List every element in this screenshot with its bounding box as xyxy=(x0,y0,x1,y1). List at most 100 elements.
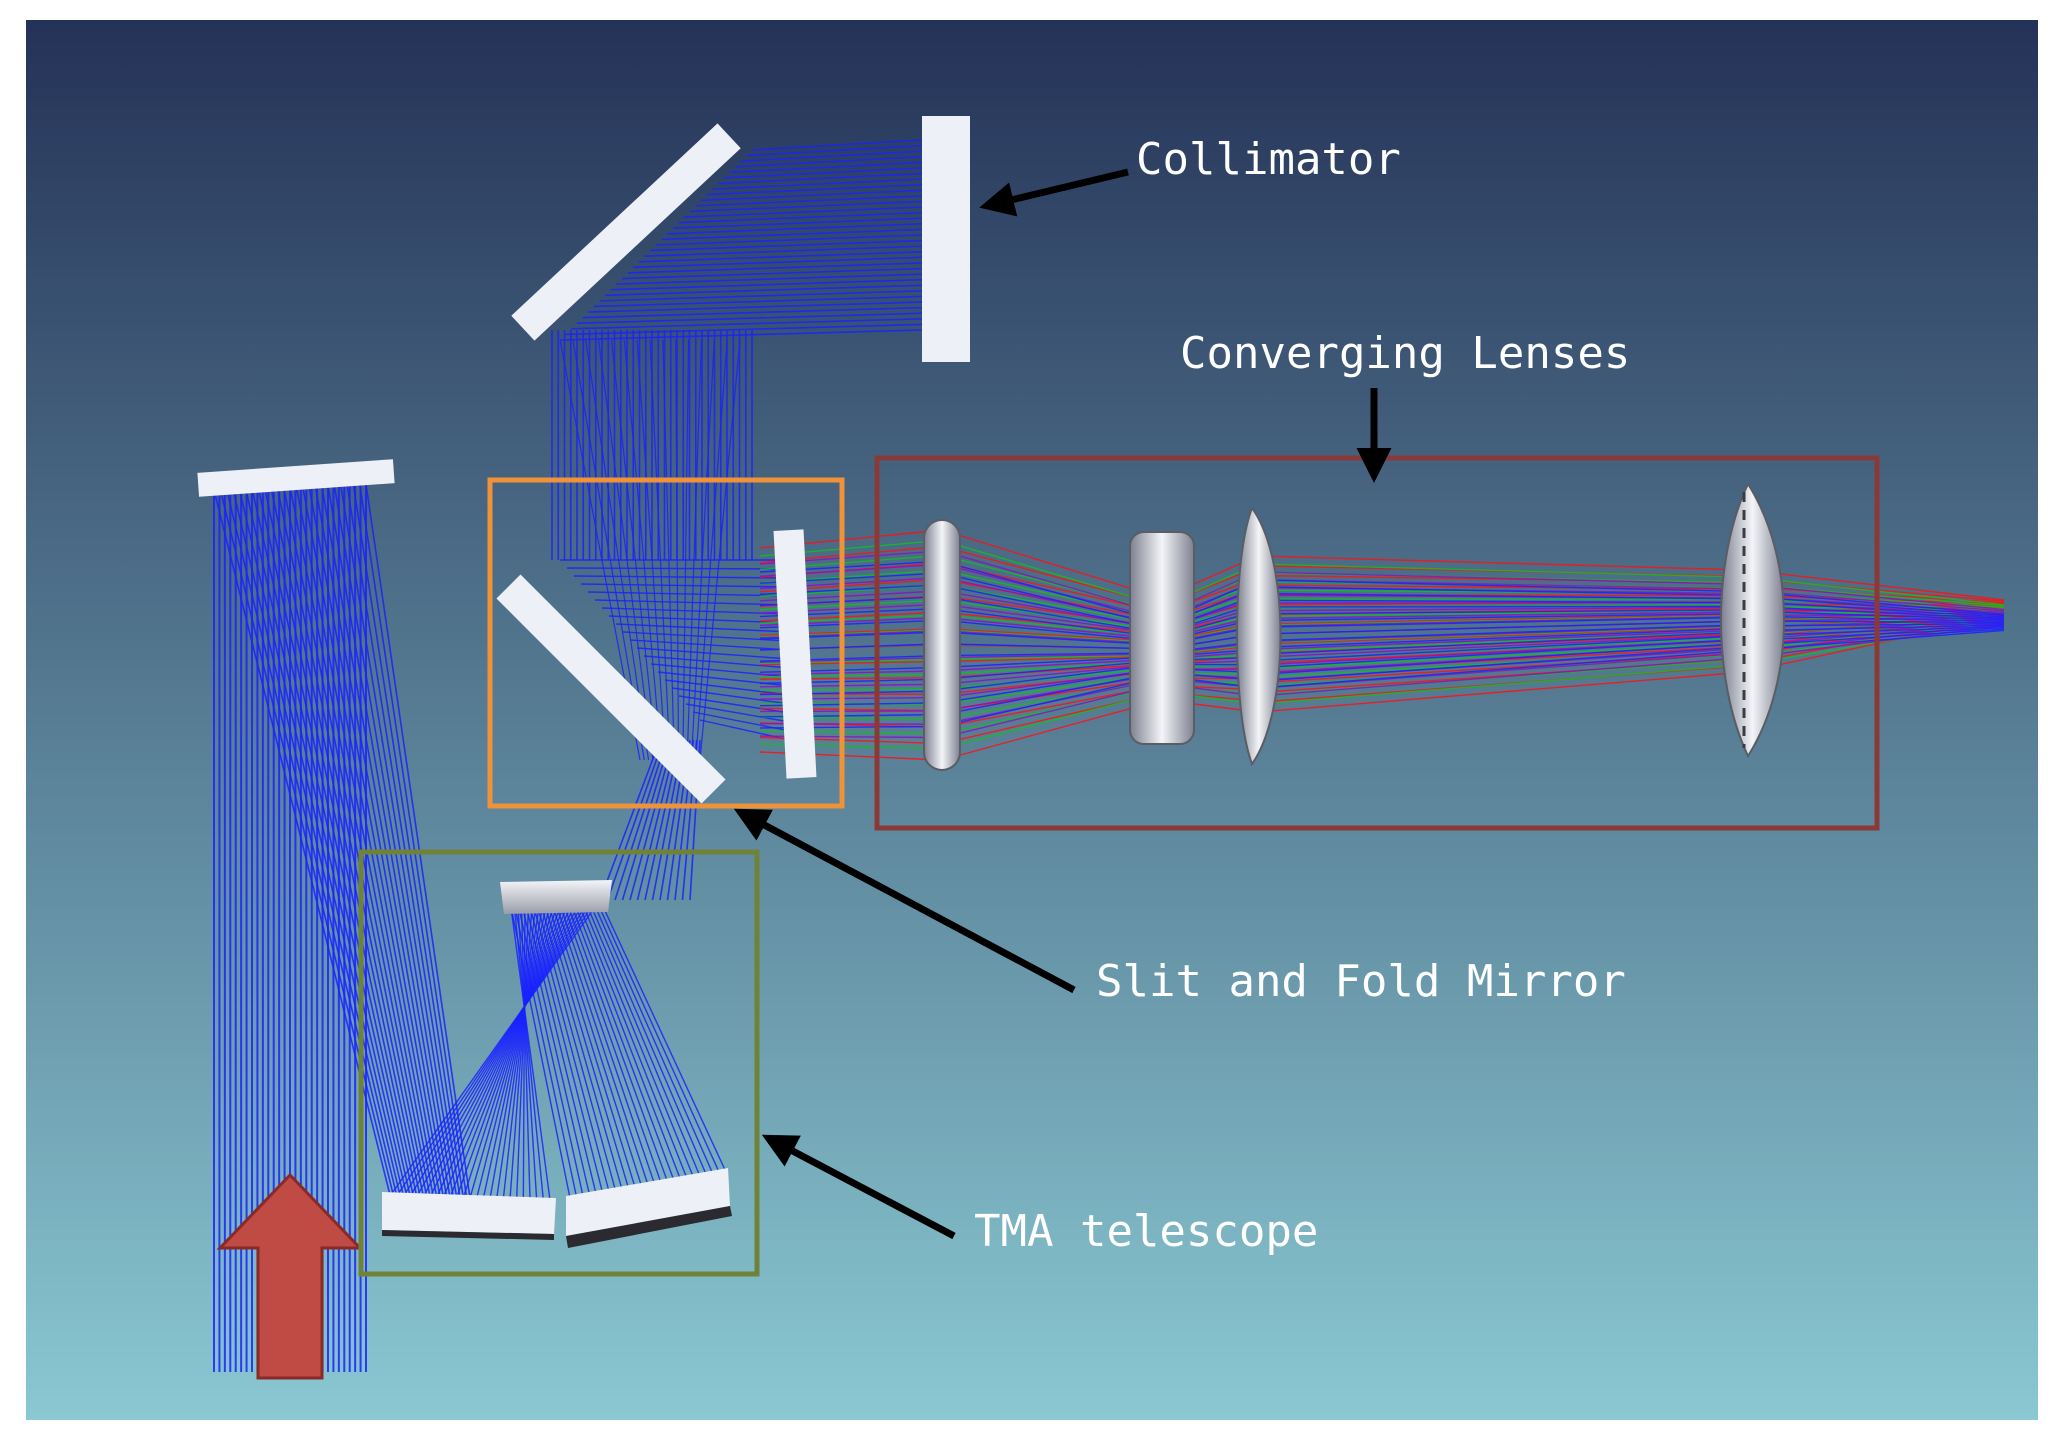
ray xyxy=(1257,614,1747,626)
ray xyxy=(513,899,545,1200)
fold-mirror-upper xyxy=(511,123,741,341)
ray xyxy=(244,488,408,1196)
ray xyxy=(1257,611,1747,620)
ray xyxy=(594,599,791,606)
ray xyxy=(690,339,715,761)
collimator-pointer-arrow xyxy=(979,168,1129,217)
ray xyxy=(516,899,538,1200)
ray xyxy=(1257,563,1747,578)
ray xyxy=(599,290,923,302)
ray xyxy=(561,900,662,1184)
ray xyxy=(232,489,401,1196)
ray xyxy=(614,739,668,901)
slit-fold-mirror-box xyxy=(487,477,845,809)
ray xyxy=(597,339,654,761)
ray xyxy=(740,150,923,162)
ray xyxy=(941,675,1163,728)
ray xyxy=(1257,626,1747,645)
converging-lens-group xyxy=(923,481,1785,771)
ray xyxy=(558,900,656,1185)
ray xyxy=(429,899,579,1198)
ray xyxy=(735,155,923,168)
ray xyxy=(941,630,1163,645)
ray xyxy=(672,217,923,230)
ray xyxy=(1257,612,1747,622)
ray xyxy=(436,899,575,1198)
ray xyxy=(1257,592,1747,600)
ray xyxy=(584,900,701,1177)
ray xyxy=(712,178,923,190)
ray xyxy=(582,306,923,319)
ray xyxy=(1257,664,1747,705)
ray xyxy=(685,703,791,723)
ray xyxy=(941,627,1163,643)
ray xyxy=(513,901,578,1198)
ray xyxy=(515,899,530,1200)
ray xyxy=(941,663,1163,692)
ray xyxy=(661,228,923,241)
ray xyxy=(610,339,658,761)
ray xyxy=(941,619,1163,642)
ray xyxy=(546,900,636,1188)
ray xyxy=(524,901,597,1194)
ray xyxy=(621,739,671,901)
ray xyxy=(644,245,923,257)
ray xyxy=(502,899,537,1199)
ray xyxy=(289,486,431,1197)
ray xyxy=(346,484,461,1198)
ray xyxy=(1257,635,1747,662)
ray xyxy=(941,685,1163,735)
ray xyxy=(610,278,923,291)
ray xyxy=(662,339,675,761)
ray xyxy=(699,339,741,761)
ray xyxy=(941,529,1163,599)
ray xyxy=(941,576,1163,625)
tma-primary-mirror-shadow xyxy=(566,1206,732,1248)
ray xyxy=(608,615,791,624)
ray xyxy=(649,339,671,761)
ray xyxy=(601,607,791,615)
ray xyxy=(1257,615,1747,627)
ray xyxy=(566,567,791,570)
ray xyxy=(569,900,675,1181)
ray xyxy=(695,339,728,761)
ray xyxy=(1257,629,1747,651)
ray xyxy=(622,631,791,642)
ray xyxy=(585,339,650,761)
ray xyxy=(565,900,669,1182)
ray xyxy=(591,899,714,1175)
ray xyxy=(664,679,791,696)
ray xyxy=(1257,606,1747,612)
ray xyxy=(522,899,526,1200)
ray xyxy=(1257,579,1747,593)
ray xyxy=(941,616,1163,640)
ray xyxy=(389,899,601,1197)
tma-primary-mirror-left xyxy=(382,1192,556,1234)
ray xyxy=(1257,609,1747,615)
ray xyxy=(301,486,438,1197)
ray xyxy=(941,550,1163,615)
ray xyxy=(623,339,663,761)
ray xyxy=(276,487,425,1197)
ray xyxy=(573,900,682,1180)
collimator-label: Collimator xyxy=(1136,134,1401,185)
ray xyxy=(941,539,1163,607)
ray xyxy=(559,329,923,341)
ray xyxy=(941,572,1163,627)
lens-2 xyxy=(1129,531,1195,745)
ray xyxy=(1257,616,1747,628)
ray xyxy=(1257,625,1747,644)
ray xyxy=(475,899,552,1199)
ray xyxy=(605,284,923,297)
collimator-mirror xyxy=(922,116,970,362)
ray xyxy=(576,900,688,1179)
ray xyxy=(1257,638,1747,669)
ray xyxy=(599,899,727,1173)
ray xyxy=(941,595,1163,635)
ray xyxy=(550,900,643,1187)
ray xyxy=(671,687,791,705)
ray xyxy=(270,487,421,1197)
ray xyxy=(718,172,923,185)
ray xyxy=(667,223,923,235)
